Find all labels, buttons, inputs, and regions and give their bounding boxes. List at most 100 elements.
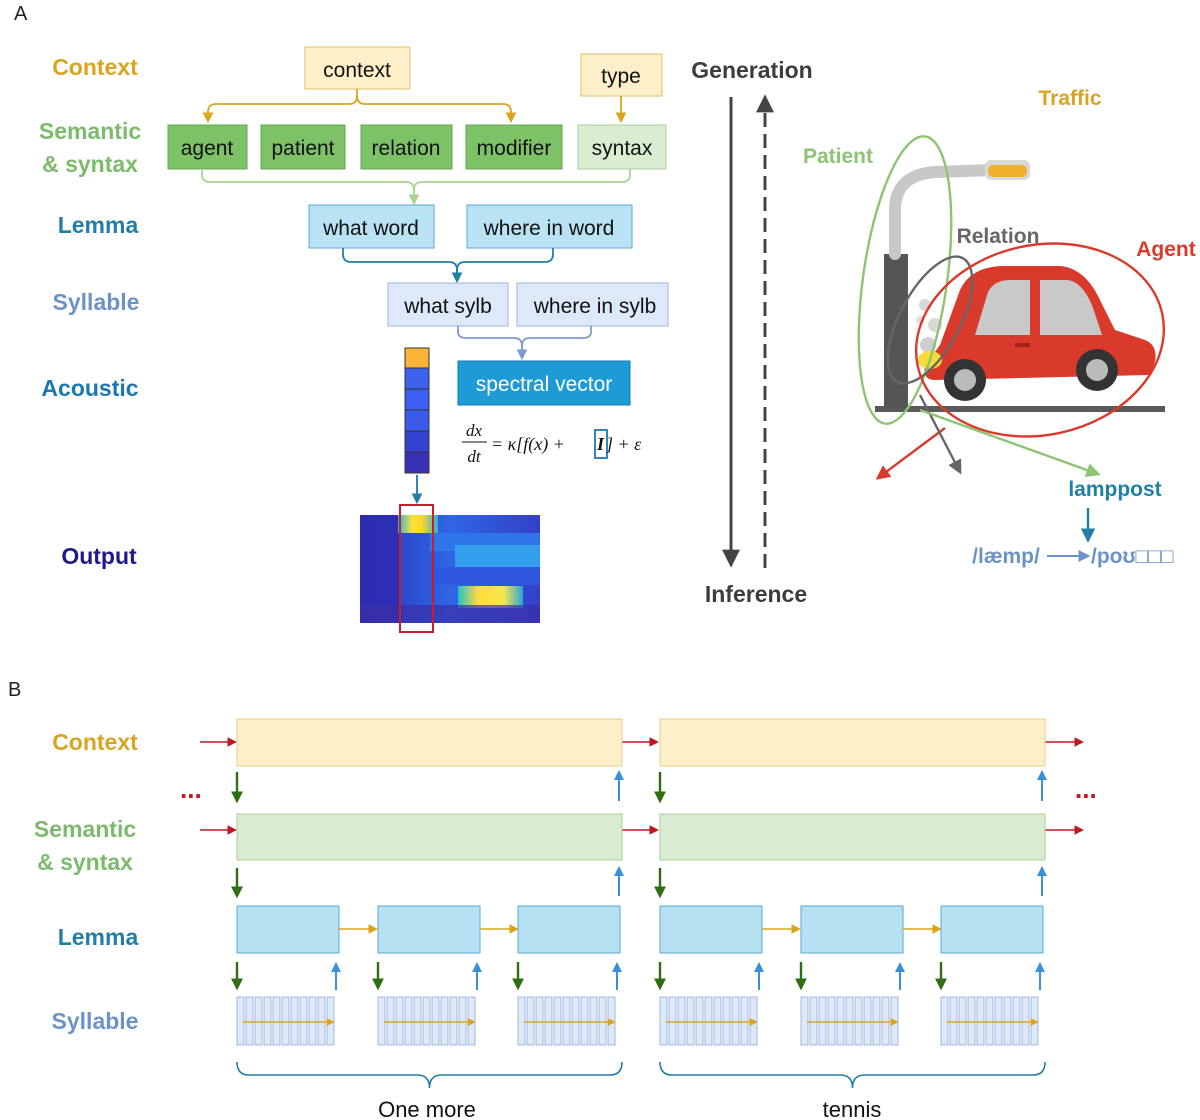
b-level-label-lemma: Lemma	[58, 924, 139, 950]
b-level-label-semantic: Semantic	[34, 816, 136, 842]
semantic-state-bar	[659, 813, 1046, 861]
where-in-word-box	[466, 204, 633, 249]
context-box-label: context	[323, 59, 391, 82]
syllable-slot	[686, 996, 695, 1046]
panel-a-label: A	[14, 3, 28, 25]
vector-cell	[404, 367, 430, 390]
syllable-slot	[281, 996, 290, 1046]
spectrogram-band	[455, 545, 540, 567]
relation-box	[360, 124, 453, 170]
vector-cell	[404, 409, 430, 432]
what-word-box	[308, 204, 435, 249]
syllable-slot	[940, 996, 949, 1046]
syllable-slot	[254, 996, 263, 1046]
syllable-slot	[562, 996, 571, 1046]
spectrogram-low-band	[360, 605, 540, 623]
level-label-syllable: Syllable	[53, 289, 140, 315]
syllable-slot	[749, 996, 758, 1046]
level-label-semantic: Semantic	[39, 118, 141, 144]
syllable-merge-bracket	[457, 326, 592, 357]
word-lamppost: lamppost	[1068, 478, 1161, 501]
syllable-slot	[1030, 996, 1039, 1046]
what-word-box-label: what word	[322, 217, 419, 240]
relation-pointer	[918, 394, 962, 475]
syllable-slot	[236, 996, 245, 1046]
syllable-slot	[431, 996, 440, 1046]
agent-box-label: agent	[181, 137, 234, 160]
syllable-slot	[827, 996, 836, 1046]
syllable-slot	[535, 996, 544, 1046]
syllable-slot	[467, 996, 476, 1046]
equation-input-term: I	[596, 434, 605, 454]
syllable-slot	[818, 996, 827, 1046]
syllable-slot	[440, 996, 449, 1046]
syllable-slot	[800, 996, 809, 1046]
syllable-slot	[449, 996, 458, 1046]
syllable-slot	[845, 996, 854, 1046]
agent-ellipse	[914, 242, 1166, 438]
syllable-slot	[422, 996, 431, 1046]
equation-rhs-right: ] + ε	[605, 434, 642, 454]
syllable-slot	[395, 996, 404, 1046]
ellipsis-right: ...	[1075, 774, 1097, 804]
car-door-handle	[1015, 343, 1030, 347]
syllable-slot	[704, 996, 713, 1046]
panel-b-time-course	[200, 718, 1084, 1089]
car-hubcap-rear	[1086, 359, 1108, 381]
syllable-slot	[713, 996, 722, 1046]
where-in-sylb-box-label: where in sylb	[533, 295, 657, 318]
vector-cell	[404, 451, 430, 474]
syllable-slot	[272, 996, 281, 1046]
syllable-slot	[553, 996, 562, 1046]
scene-label-patient: Patient	[803, 145, 873, 168]
syllable-slot	[317, 996, 326, 1046]
syllable-slot	[290, 996, 299, 1046]
syllable-slot	[386, 996, 395, 1046]
context-to-agent-arrow	[202, 89, 358, 124]
lemma-state-box	[940, 905, 1044, 954]
car-hubcap-front	[954, 369, 976, 391]
patient-box-label: patient	[271, 137, 334, 160]
syllable-slot	[659, 996, 668, 1046]
syllable-slot	[1021, 996, 1030, 1046]
scene-label-traffic: Traffic	[1038, 87, 1101, 110]
syllable-slot	[377, 996, 386, 1046]
syllable-slot	[458, 996, 467, 1046]
syllable-slot	[571, 996, 580, 1046]
syllable-slot	[598, 996, 607, 1046]
level-label-output: Output	[61, 543, 137, 569]
modifier-box-label: modifier	[477, 137, 552, 160]
equation-rhs-left: = κ[f(x) +	[491, 434, 565, 455]
syllable-slot	[308, 996, 317, 1046]
type-box	[580, 53, 663, 97]
syllable-slot	[967, 996, 976, 1046]
context-to-modifier-arrow	[356, 95, 517, 124]
syllable-slot	[890, 996, 899, 1046]
level-label-syntax: & syntax	[42, 151, 138, 177]
syllable-slot	[854, 996, 863, 1046]
syllable-slot	[731, 996, 740, 1046]
syllable-slot	[299, 996, 308, 1046]
traffic-scene: Traffic Patient Relation Agent	[803, 87, 1196, 568]
b-level-label-syntax: & syntax	[37, 849, 133, 875]
ground-line	[875, 406, 1165, 412]
syllable-slot	[413, 996, 422, 1046]
syllable-slot	[580, 996, 589, 1046]
syllable-slot	[245, 996, 254, 1046]
b-level-label-context: Context	[52, 729, 138, 755]
lemma-state-box	[377, 905, 481, 954]
panel-b-label: B	[8, 679, 21, 701]
syllable-slot	[517, 996, 526, 1046]
car-window-rear	[1040, 280, 1102, 335]
word-label-one-more: One more	[378, 1097, 476, 1120]
syllable-slot	[695, 996, 704, 1046]
syllable-slot	[740, 996, 749, 1046]
syllable-slot	[607, 996, 616, 1046]
patient-box	[260, 124, 346, 170]
syllable-slot	[404, 996, 413, 1046]
syllable-slot	[985, 996, 994, 1046]
syllable-slot	[994, 996, 1003, 1046]
context-box	[304, 46, 411, 90]
syllable-slot	[326, 996, 335, 1046]
